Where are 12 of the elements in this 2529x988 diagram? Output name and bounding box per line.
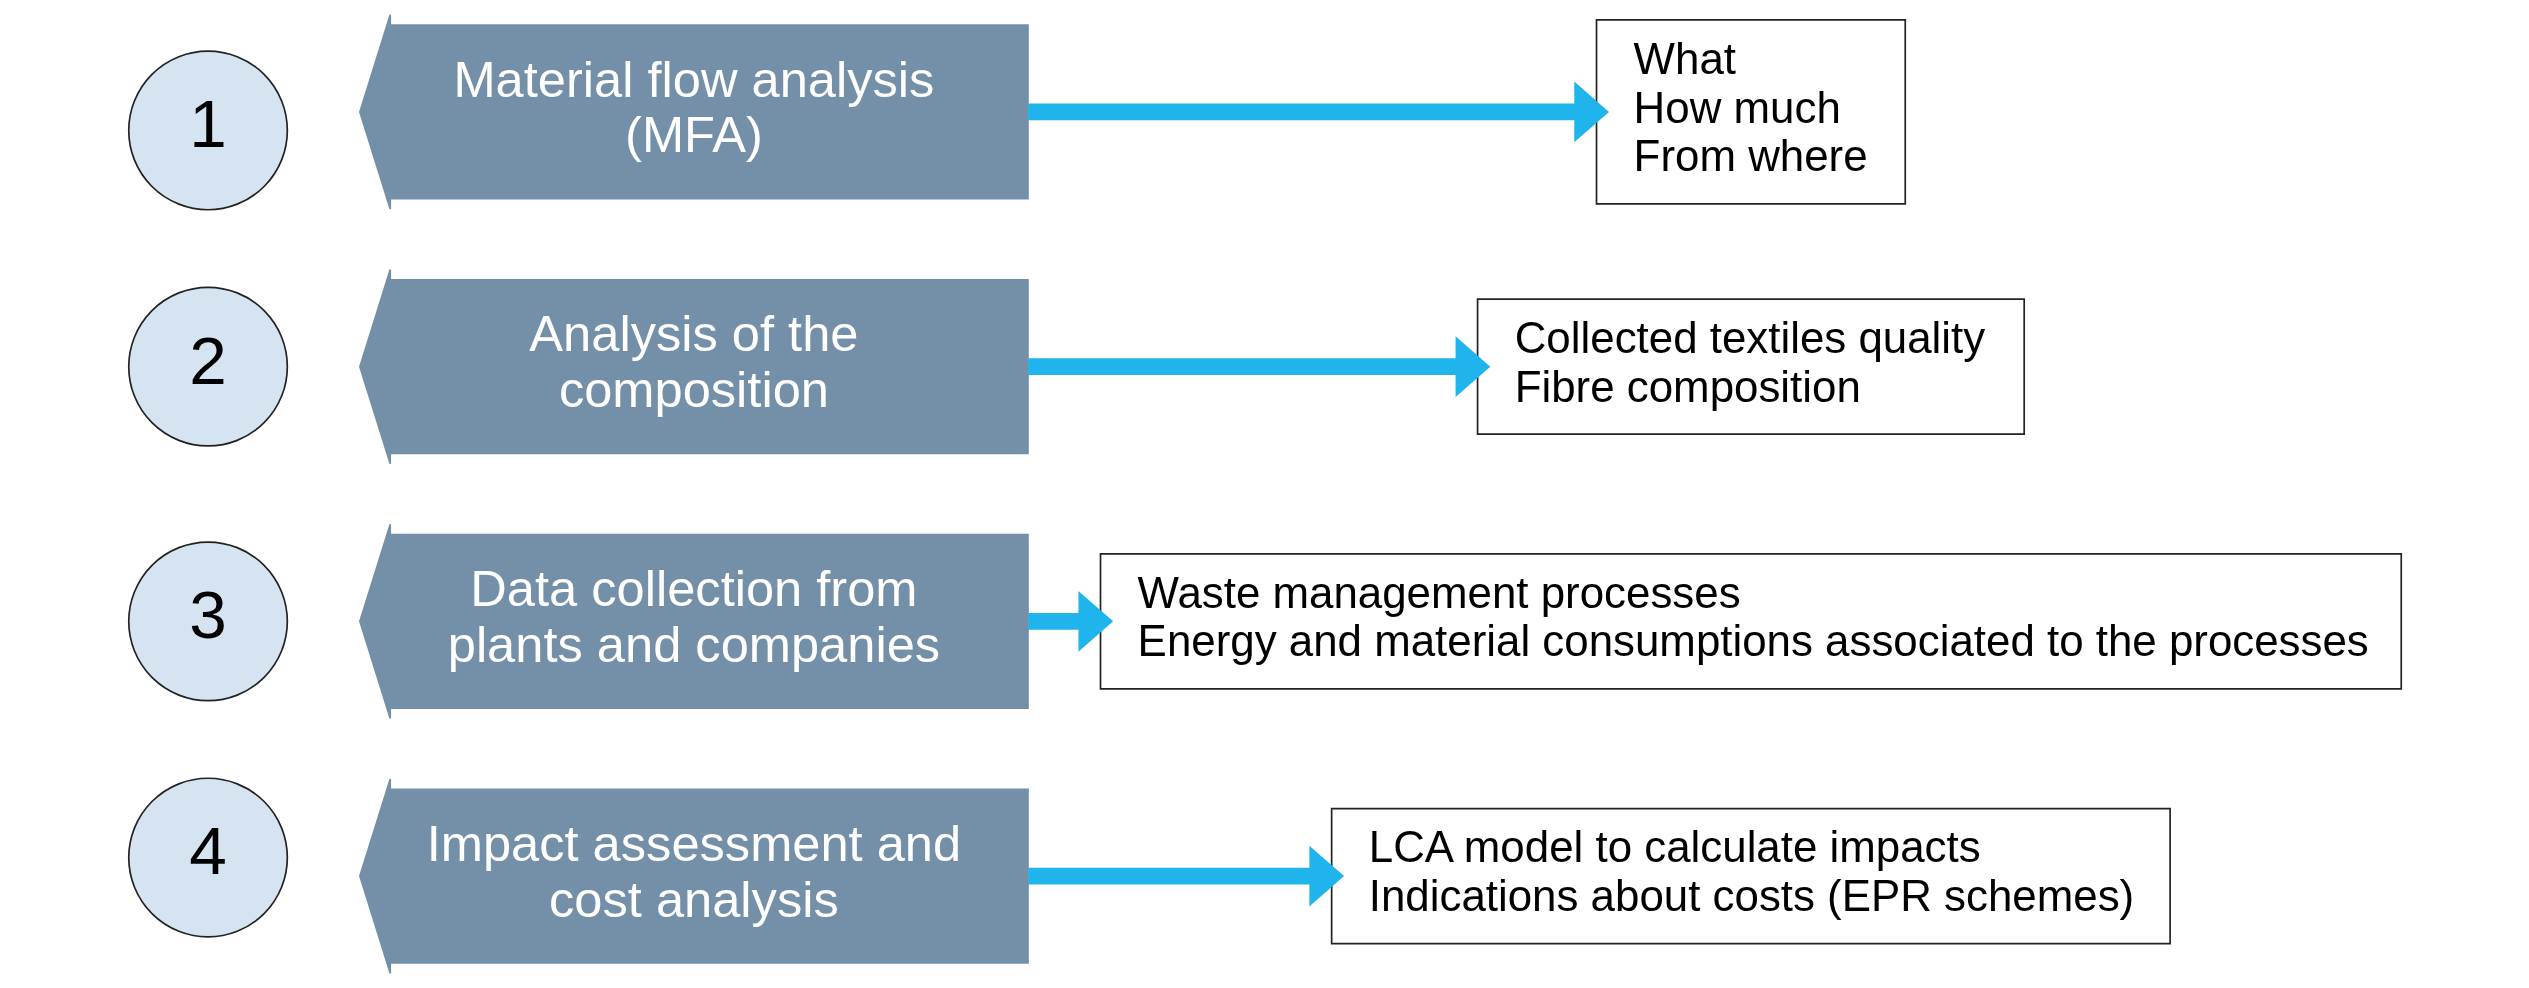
arrow (1027, 81, 1609, 143)
arrow (1027, 336, 1490, 397)
node-box: LCA model to calculate impacts Indications about costs (EPR schemes) (1330, 807, 2171, 945)
node-circle: 4 (127, 777, 288, 938)
arrow (1027, 591, 1113, 652)
node-box: Waste management processes Energy and material consumptions associated to the processes (1099, 553, 2402, 690)
node-circle: 3 (127, 541, 288, 702)
node-circle: 1 (127, 50, 288, 211)
arrow (1027, 845, 1344, 907)
node-box: What How much From where (1595, 19, 1906, 205)
node-box: Collected textiles quality Fibre composition (1476, 298, 2025, 435)
node-circle: 2 (127, 286, 288, 447)
